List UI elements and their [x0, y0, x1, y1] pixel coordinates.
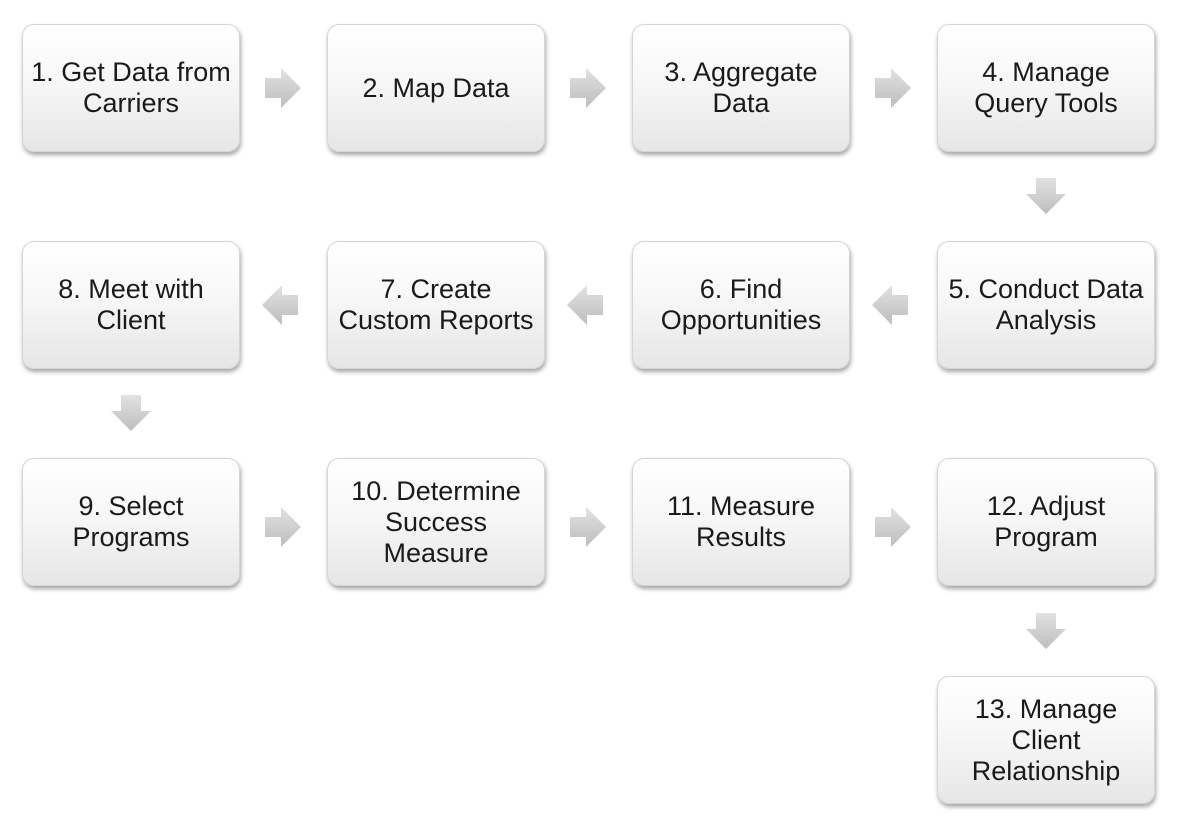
- step-label-10: 10. Determine Success Measure: [351, 475, 521, 568]
- step-box-4: 4. Manage Query Tools: [937, 24, 1155, 152]
- arrow-down-icon: [107, 389, 155, 437]
- arrow-right-icon: [562, 64, 610, 112]
- step-box-13: 13. Manage Client Relationship: [937, 676, 1155, 804]
- step-box-8: 8. Meet with Client: [22, 241, 240, 369]
- step-label-4: 4. Manage Query Tools: [974, 57, 1118, 118]
- step-box-6: 6. Find Opportunities: [632, 241, 850, 369]
- step-box-10: 10. Determine Success Measure: [327, 458, 545, 586]
- step-label-5: 5. Conduct Data Analysis: [948, 274, 1144, 335]
- arrow-right-icon: [562, 503, 610, 551]
- step-box-3: 3. Aggregate Data: [632, 24, 850, 152]
- arrow-right-icon: [257, 503, 305, 551]
- step-box-5: 5. Conduct Data Analysis: [937, 241, 1155, 369]
- step-label-8: 8. Meet with Client: [58, 274, 204, 335]
- arrow-left-icon: [868, 281, 916, 329]
- step-label-11: 11. Measure Results: [666, 491, 816, 552]
- step-label-6: 6. Find Opportunities: [660, 274, 822, 335]
- arrow-right-icon: [257, 64, 305, 112]
- step-label-13: 13. Manage Client Relationship: [971, 693, 1121, 786]
- step-box-11: 11. Measure Results: [632, 458, 850, 586]
- step-label-9: 9. Select Programs: [72, 491, 190, 552]
- step-label-1: 1. Get Data from Carriers: [31, 57, 231, 118]
- step-box-2: 2. Map Data: [327, 24, 545, 152]
- arrow-right-icon: [867, 64, 915, 112]
- step-box-7: 7. Create Custom Reports: [327, 241, 545, 369]
- step-box-9: 9. Select Programs: [22, 458, 240, 586]
- arrow-left-icon: [563, 281, 611, 329]
- step-label-3: 3. Aggregate Data: [664, 57, 818, 118]
- step-label-12: 12. Adjust Program: [986, 491, 1106, 552]
- arrow-left-icon: [258, 281, 306, 329]
- step-label-7: 7. Create Custom Reports: [338, 274, 534, 335]
- step-box-1: 1. Get Data from Carriers: [22, 24, 240, 152]
- step-box-12: 12. Adjust Program: [937, 458, 1155, 586]
- arrow-down-icon: [1022, 607, 1070, 655]
- arrow-right-icon: [867, 503, 915, 551]
- step-label-2: 2. Map Data: [362, 72, 510, 103]
- arrow-down-icon: [1022, 172, 1070, 220]
